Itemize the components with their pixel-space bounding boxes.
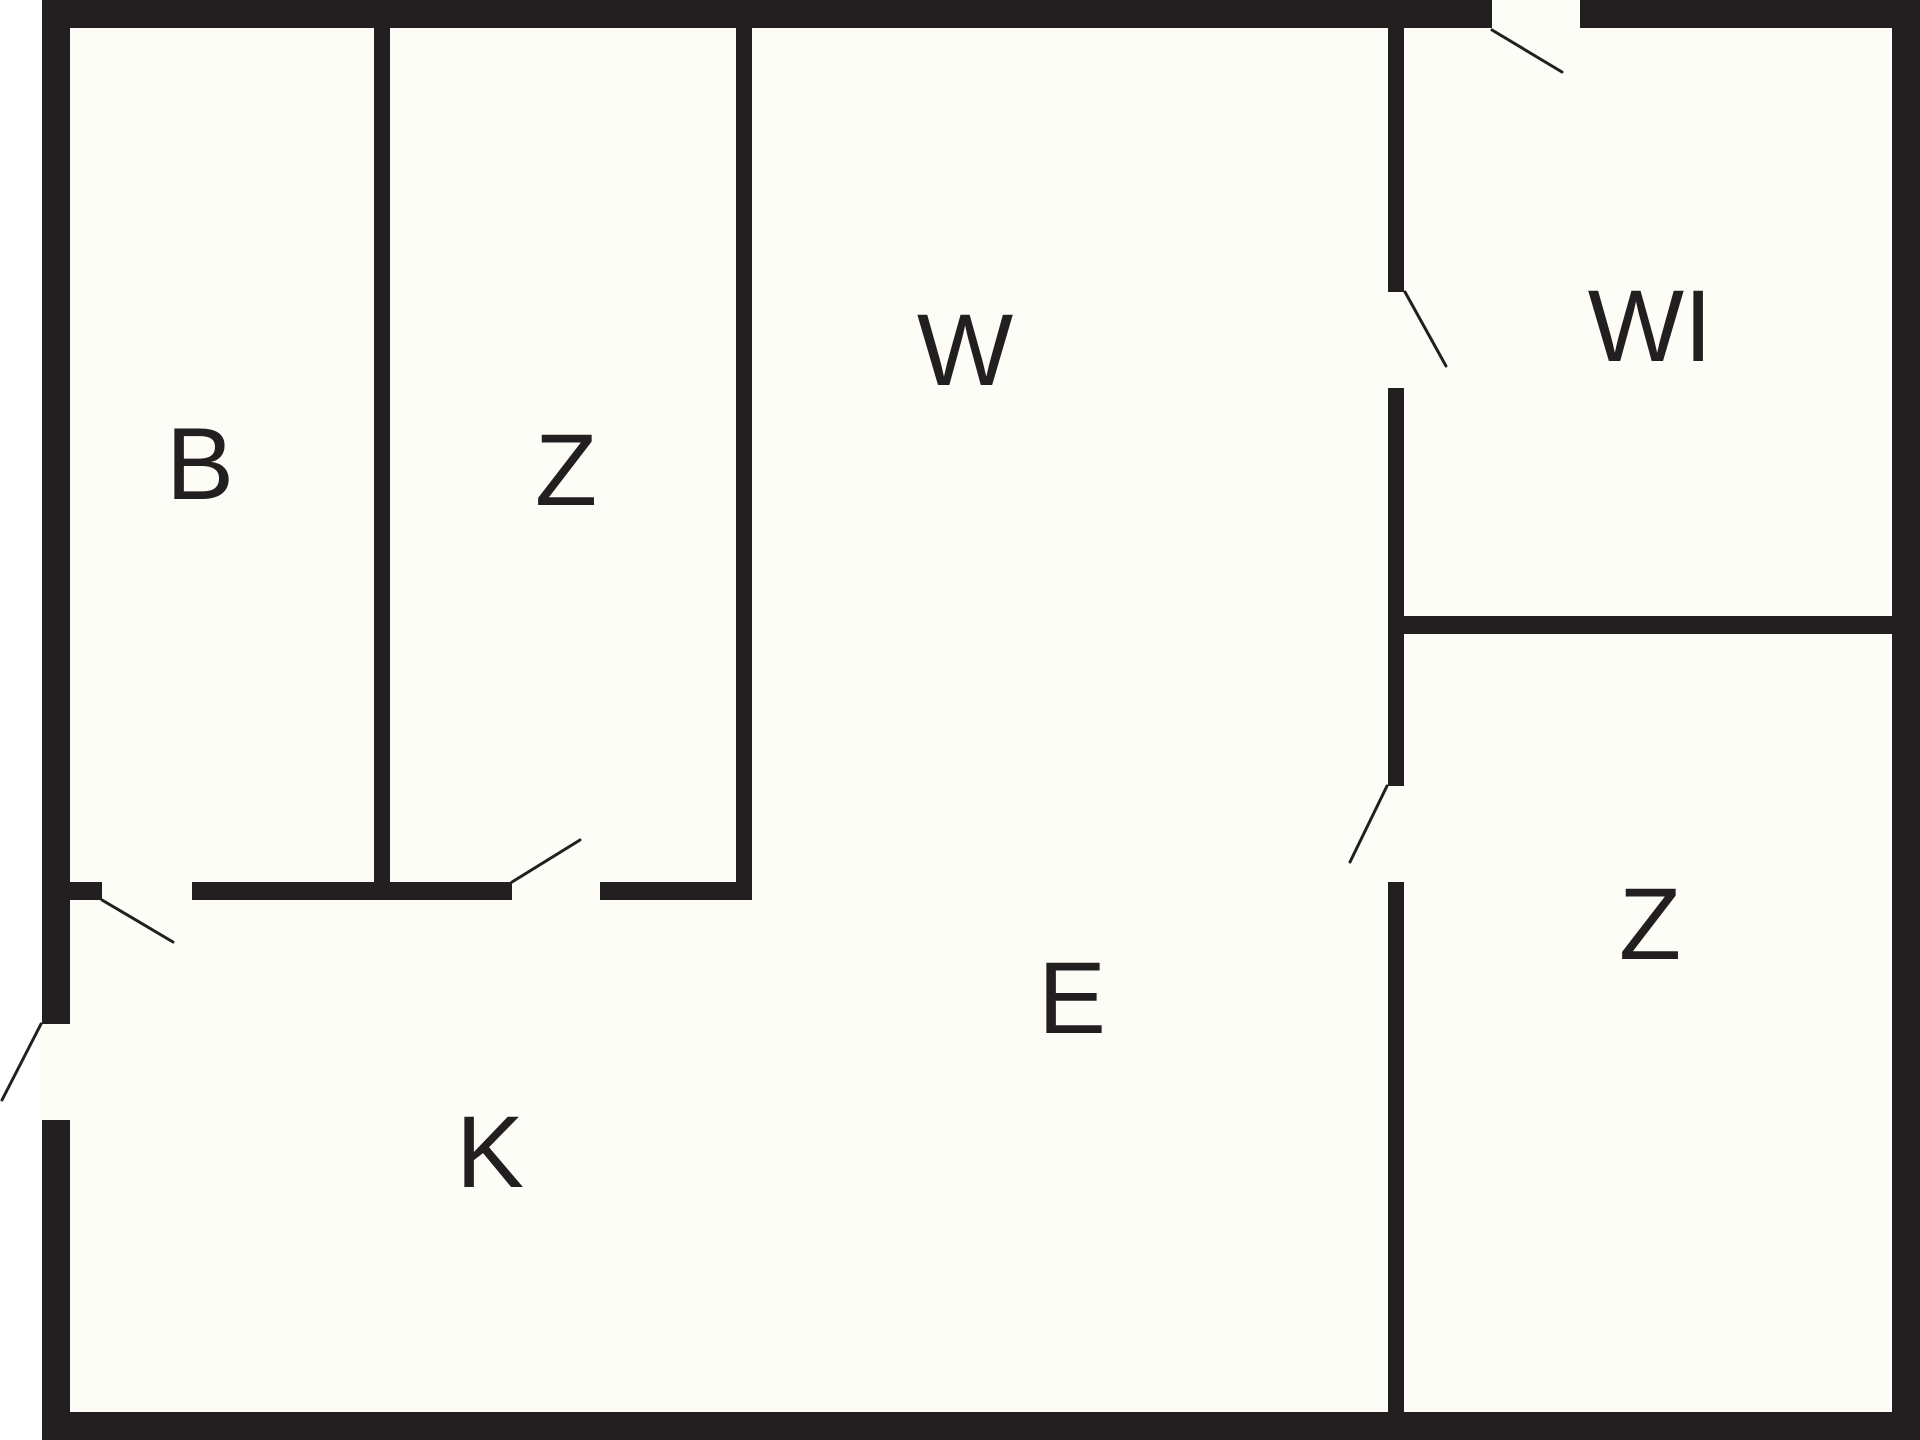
door-gap-b — [102, 881, 192, 901]
door-gap-z1 — [512, 881, 600, 901]
room-labels: B Z W WI Z E K — [166, 269, 1712, 1209]
wall-z-w — [736, 20, 752, 900]
door-swing-left — [0, 1022, 43, 1102]
room-label-k: K — [456, 1095, 524, 1209]
outer-wall-right — [1892, 0, 1920, 1440]
room-label-wi: WI — [1588, 269, 1713, 383]
door-swing-z1 — [510, 838, 582, 884]
door-gap-top — [1492, 0, 1580, 30]
door-swing-z2 — [1348, 784, 1389, 864]
room-label-w: W — [917, 293, 1013, 407]
outer-wall-bottom — [42, 1412, 1892, 1440]
floor-area — [56, 14, 1890, 1418]
room-label-b: B — [166, 407, 234, 521]
room-label-e: E — [1038, 941, 1106, 1055]
wall-b-z — [374, 20, 390, 890]
outer-wall-left — [42, 0, 70, 1440]
door-gap-z2 — [1387, 786, 1405, 882]
door-swing-top — [1490, 28, 1564, 74]
wall-wi-z2 — [1396, 616, 1892, 634]
door-gap-left — [41, 1024, 71, 1120]
door-swings — [0, 28, 1564, 1102]
room-label-z-right: Z — [1619, 867, 1681, 981]
door-swing-b — [100, 898, 175, 944]
outer-wall-top — [42, 0, 1892, 28]
room-label-z-left: Z — [535, 413, 597, 527]
door-openings — [41, 0, 1580, 1120]
wall-w-right — [1388, 20, 1404, 1420]
door-swing-wi — [1403, 290, 1448, 368]
door-gap-wi — [1387, 292, 1405, 388]
